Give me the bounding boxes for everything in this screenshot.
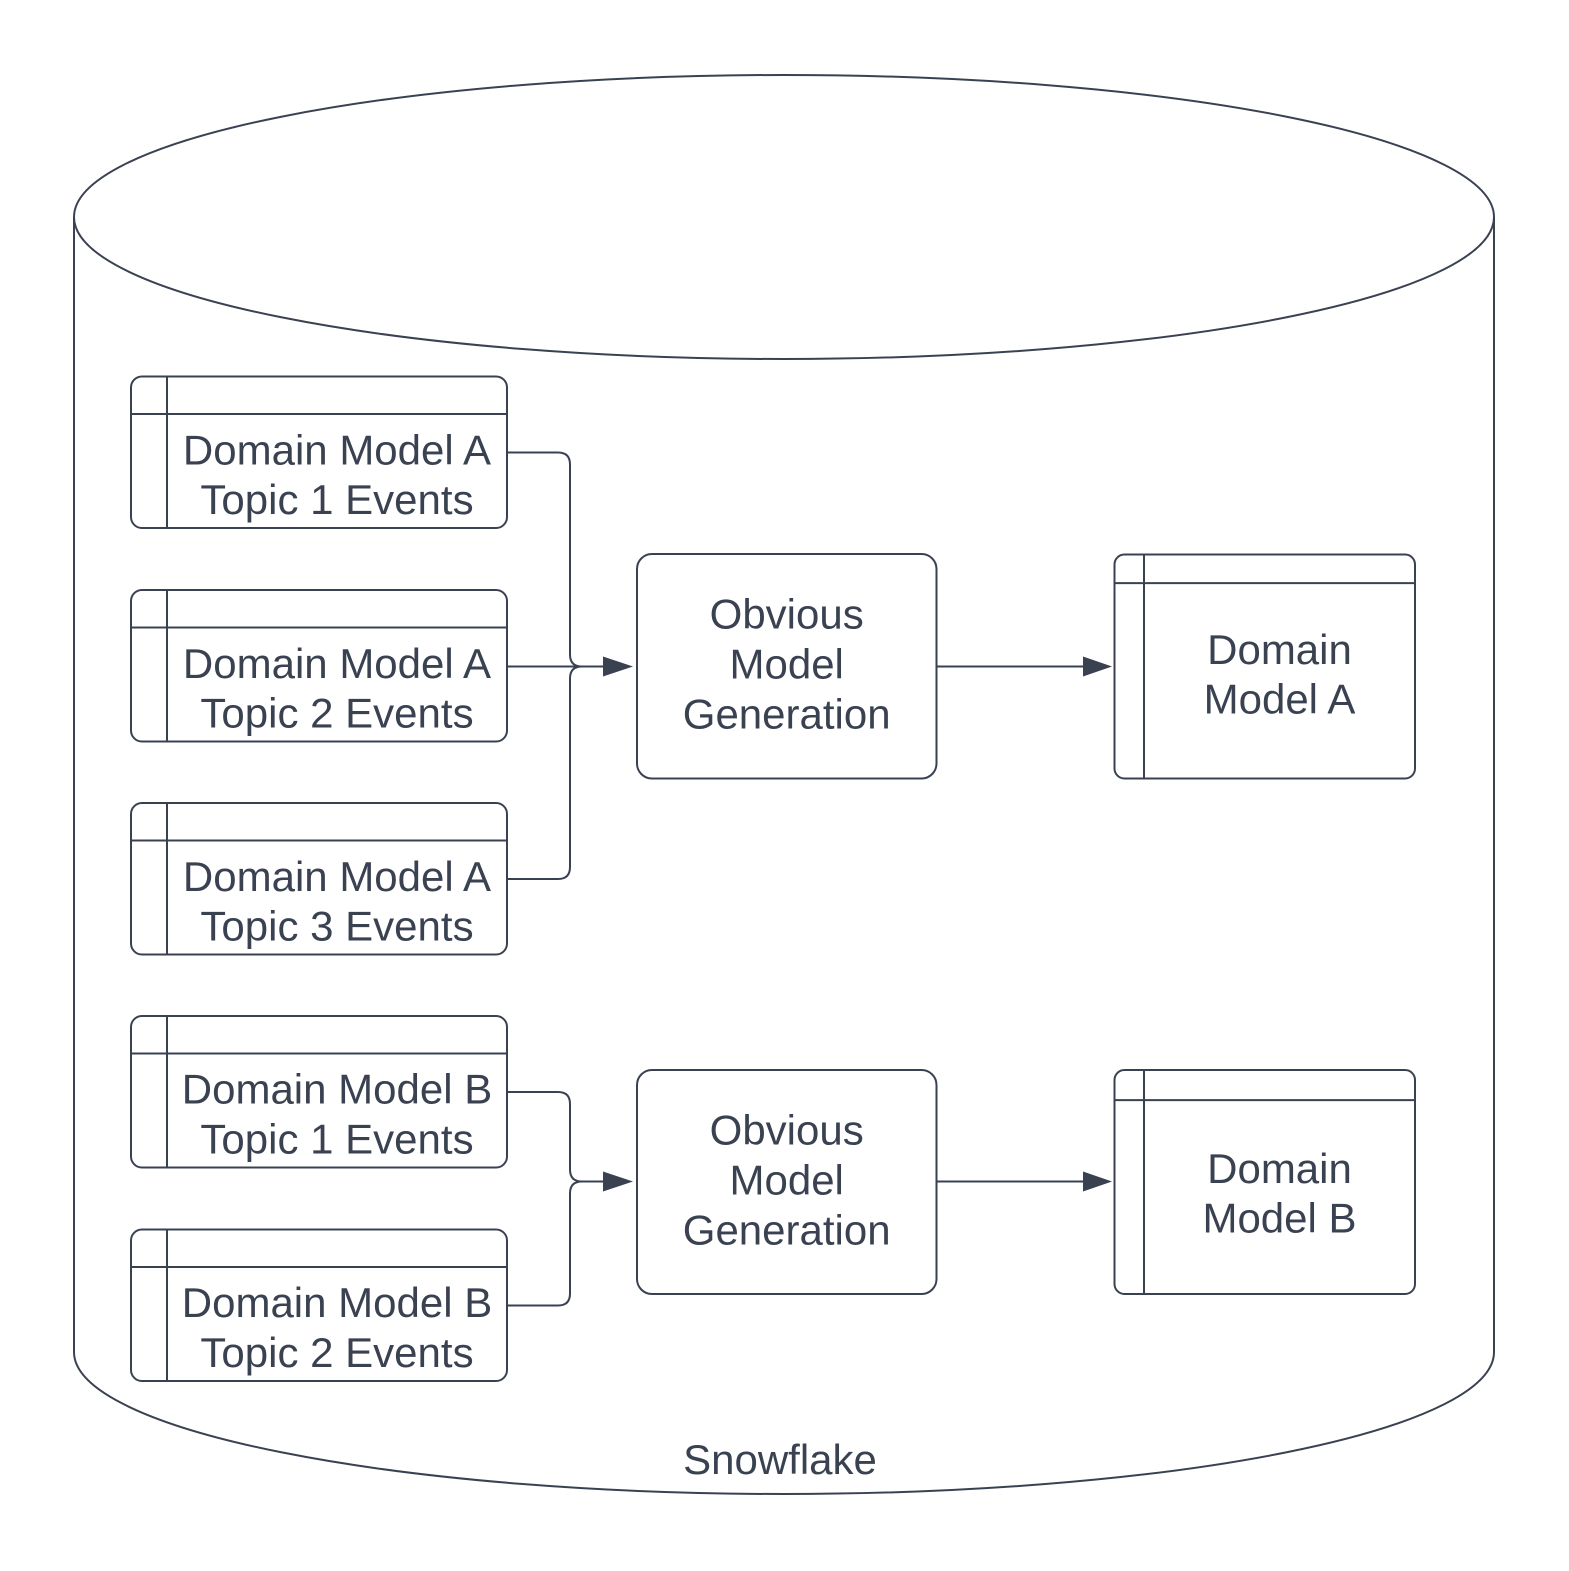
svg-text:Obvious: Obvious <box>710 1107 864 1154</box>
svg-text:Domain Model A: Domain Model A <box>183 426 491 473</box>
svg-text:Generation: Generation <box>683 1207 891 1254</box>
svg-text:Snowflake: Snowflake <box>683 1436 877 1483</box>
svg-text:Topic 1 Events: Topic 1 Events <box>200 1116 473 1163</box>
svg-text:Model A: Model A <box>1204 676 1356 723</box>
svg-text:Model B: Model B <box>1202 1195 1356 1242</box>
svg-text:Model: Model <box>729 1157 843 1204</box>
svg-text:Domain: Domain <box>1207 626 1352 673</box>
svg-text:Topic 2 Events: Topic 2 Events <box>200 1329 473 1376</box>
svg-text:Domain Model B: Domain Model B <box>182 1066 492 1113</box>
svg-text:Topic 1 Events: Topic 1 Events <box>200 476 473 523</box>
svg-text:Domain Model A: Domain Model A <box>183 853 491 900</box>
svg-text:Domain Model A: Domain Model A <box>183 640 491 687</box>
svg-text:Generation: Generation <box>683 691 891 738</box>
svg-text:Obvious: Obvious <box>710 591 864 638</box>
svg-text:Domain Model B: Domain Model B <box>182 1279 492 1326</box>
svg-text:Domain: Domain <box>1207 1145 1352 1192</box>
svg-text:Model: Model <box>729 641 843 688</box>
svg-text:Topic 3 Events: Topic 3 Events <box>200 903 473 950</box>
svg-text:Topic 2 Events: Topic 2 Events <box>200 690 473 737</box>
